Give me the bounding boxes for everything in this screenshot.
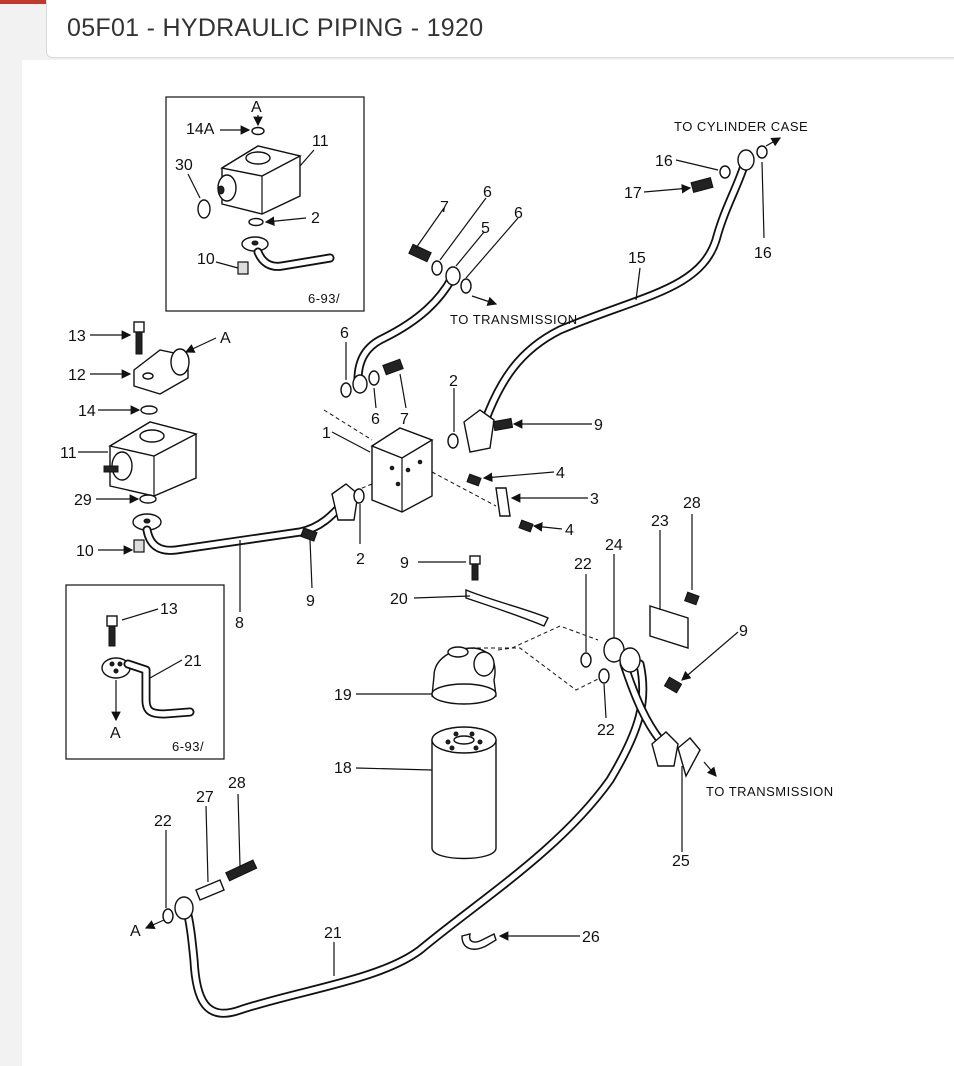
callout-6-upper-a: 6 xyxy=(483,184,492,201)
callout-14a: 14A xyxy=(186,121,215,138)
callout-4-lower: 4 xyxy=(565,522,574,539)
callout-28-lower: 28 xyxy=(228,775,246,792)
diagram-canvas: A 14A 11 30 2 10 6-93/ xyxy=(22,60,954,1066)
callout-14: 14 xyxy=(78,403,96,420)
callout-10: 10 xyxy=(76,543,94,560)
page-title: 05F01 - HYDRAULIC PIPING - 1920 xyxy=(67,14,484,42)
callout-30: 30 xyxy=(175,157,193,174)
inset-bottom-line-21-detail: 13 21 A 6-93/ xyxy=(65,584,225,760)
callout-9-right-lower: 9 xyxy=(739,623,748,640)
title-bar: 05F01 - HYDRAULIC PIPING - 1920 xyxy=(46,0,954,58)
inset-top-pump-detail: A 14A 11 30 2 10 6-93/ xyxy=(165,96,365,312)
pipe-lines xyxy=(142,161,749,1018)
callout-a-lower: A xyxy=(130,923,141,940)
callout-25: 25 xyxy=(672,853,690,870)
callout-22-mid: 22 xyxy=(597,722,615,739)
callout-16-lower: 16 xyxy=(754,245,772,262)
left-pump-assembly xyxy=(103,321,198,553)
pipe-fittings xyxy=(162,145,768,950)
callout-19: 19 xyxy=(334,687,352,704)
callout-labels: 7 6 5 6 16 17 15 16 13 12 A 14 11 29 10 … xyxy=(60,153,772,946)
callout-7-mid: 7 xyxy=(400,411,409,428)
callout-24: 24 xyxy=(605,537,623,554)
callout-13-inset: 13 xyxy=(160,601,178,618)
corner-accent xyxy=(0,0,48,4)
callout-2-mid: 2 xyxy=(449,373,458,390)
callout-3: 3 xyxy=(590,491,599,508)
callout-9-right-upper: 9 xyxy=(594,417,603,434)
callout-22-lower: 22 xyxy=(154,813,172,830)
oil-filter-assembly xyxy=(431,646,497,860)
callout-2-lower: 2 xyxy=(356,551,365,568)
callout-21-inset: 21 xyxy=(184,653,202,670)
callout-23: 23 xyxy=(651,513,669,530)
callout-12: 12 xyxy=(68,367,86,384)
callout-10-inset: 10 xyxy=(197,251,215,268)
callout-8: 8 xyxy=(235,615,244,632)
callout-16-upper: 16 xyxy=(655,153,673,170)
valve-block xyxy=(323,409,534,533)
callout-5: 5 xyxy=(481,220,490,237)
note-to-transmission-upper: TO TRANSMISSION xyxy=(450,312,578,327)
callout-6-upper-b: 6 xyxy=(514,205,523,222)
callout-17: 17 xyxy=(624,185,642,202)
callout-22-upper: 22 xyxy=(574,556,592,573)
callout-28-right: 28 xyxy=(683,495,701,512)
callout-6-mid-a: 6 xyxy=(340,325,349,342)
callout-11: 11 xyxy=(60,445,77,462)
callout-20: 20 xyxy=(390,591,408,608)
destination-notes: TO CYLINDER CASE TO TRANSMISSION TO TRAN… xyxy=(450,119,834,799)
leader-lines xyxy=(78,137,782,976)
callout-27: 27 xyxy=(196,789,214,806)
callout-18: 18 xyxy=(334,760,352,777)
callout-7-upper: 7 xyxy=(440,199,449,216)
callout-a-bottom: A xyxy=(110,725,121,742)
callout-15: 15 xyxy=(628,250,646,267)
inset-top-code: 6-93/ xyxy=(308,291,340,306)
callout-11-inset: 11 xyxy=(312,133,329,150)
callout-4-upper: 4 xyxy=(556,465,565,482)
callout-29: 29 xyxy=(74,492,92,509)
callout-1: 1 xyxy=(322,425,331,442)
callout-21: 21 xyxy=(324,925,342,942)
note-to-cylinder-case: TO CYLINDER CASE xyxy=(674,119,808,134)
callout-a-top: A xyxy=(251,99,262,116)
inset-bottom-code: 6-93/ xyxy=(172,739,204,754)
callout-2-inset: 2 xyxy=(311,210,320,227)
hydraulic-piping-diagram: A 14A 11 30 2 10 6-93/ xyxy=(60,96,834,1018)
callout-26: 26 xyxy=(582,929,600,946)
callout-9-left: 9 xyxy=(306,593,315,610)
callout-9-filter: 9 xyxy=(400,555,409,572)
callout-a-left: A xyxy=(220,330,231,347)
note-to-transmission-lower: TO TRANSMISSION xyxy=(706,784,834,799)
callout-13: 13 xyxy=(68,328,86,345)
callout-6-mid-b: 6 xyxy=(371,411,380,428)
